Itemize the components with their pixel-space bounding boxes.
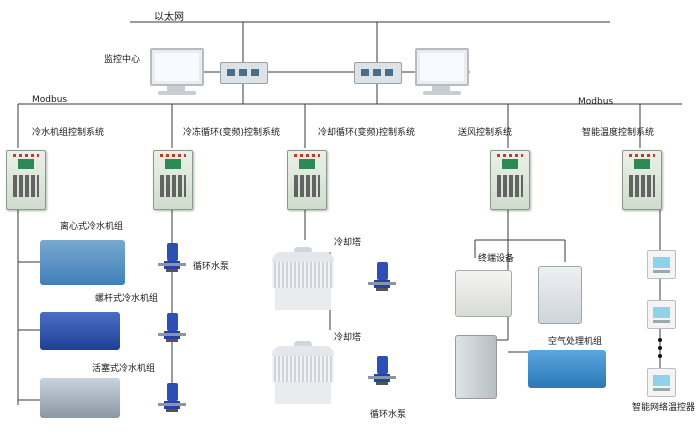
control-panel-icon	[153, 150, 193, 210]
control-panel-icon	[490, 150, 530, 210]
circulating-pump-bottom-label: 循环水泵	[370, 410, 407, 420]
pump-icon	[368, 356, 396, 386]
network-switch-icon	[354, 62, 402, 84]
cooling-tower-bottom-label: 冷却塔	[334, 333, 362, 343]
monitor-icon	[150, 48, 204, 95]
thermostat-icon	[647, 300, 676, 329]
pump-icon	[158, 313, 186, 343]
monitor-icon	[415, 48, 469, 95]
air-handler-icon	[538, 266, 582, 324]
modbus-right-label: Modbus	[578, 97, 614, 107]
cooling-tower-top-label: 冷却塔	[334, 238, 362, 248]
pump-icon	[158, 243, 186, 273]
subsystem-title-temperature: 智能温度控制系统	[582, 128, 655, 138]
circulating-pump-top-label: 循环水泵	[193, 262, 230, 272]
pump-icon	[368, 262, 396, 292]
chiller-icon	[40, 240, 125, 285]
screw-chiller-label: 螺杆式冷水机组	[95, 294, 159, 304]
refrigerator-icon	[455, 335, 497, 399]
network-switch-icon	[220, 62, 268, 84]
subsystem-title-cooling-water: 冷却循环(变频)控制系统	[318, 128, 416, 138]
modbus-left-label: Modbus	[32, 95, 68, 105]
chiller-icon	[40, 312, 120, 350]
thermostat-icon	[647, 250, 676, 279]
network-thermostat-label: 智能网络温控器	[632, 403, 696, 413]
control-panel-icon	[287, 150, 327, 210]
ellipsis-dot	[658, 346, 662, 350]
control-panel-icon	[6, 150, 46, 210]
air-handler-icon	[528, 350, 606, 388]
subsystem-title-chiller: 冷水机组控制系统	[32, 128, 105, 138]
ellipsis-dot	[658, 338, 662, 342]
thermostat-icon	[647, 368, 676, 397]
ellipsis-dot	[658, 354, 662, 358]
piston-chiller-label: 活塞式冷水机组	[92, 364, 156, 374]
subsystem-title-chilled-water: 冷冻循环(变频)控制系统	[183, 128, 281, 138]
cooling-tower-icon	[272, 247, 334, 312]
chiller-icon	[40, 378, 120, 418]
terminal-equipment-label: 终端设备	[478, 254, 515, 264]
cooling-tower-icon	[272, 341, 334, 406]
connection-lines	[17, 21, 682, 405]
monitoring-center-label: 监控中心	[104, 55, 141, 65]
control-panel-icon	[622, 150, 662, 210]
centrifugal-chiller-label: 离心式冷水机组	[60, 222, 124, 232]
air-handling-unit-label: 空气处理机组	[548, 337, 603, 347]
subsystem-title-air-supply: 送风控制系统	[458, 128, 513, 138]
fan-coil-icon	[455, 270, 512, 317]
pump-icon	[158, 383, 186, 413]
ethernet-label: 以太网	[154, 12, 184, 23]
